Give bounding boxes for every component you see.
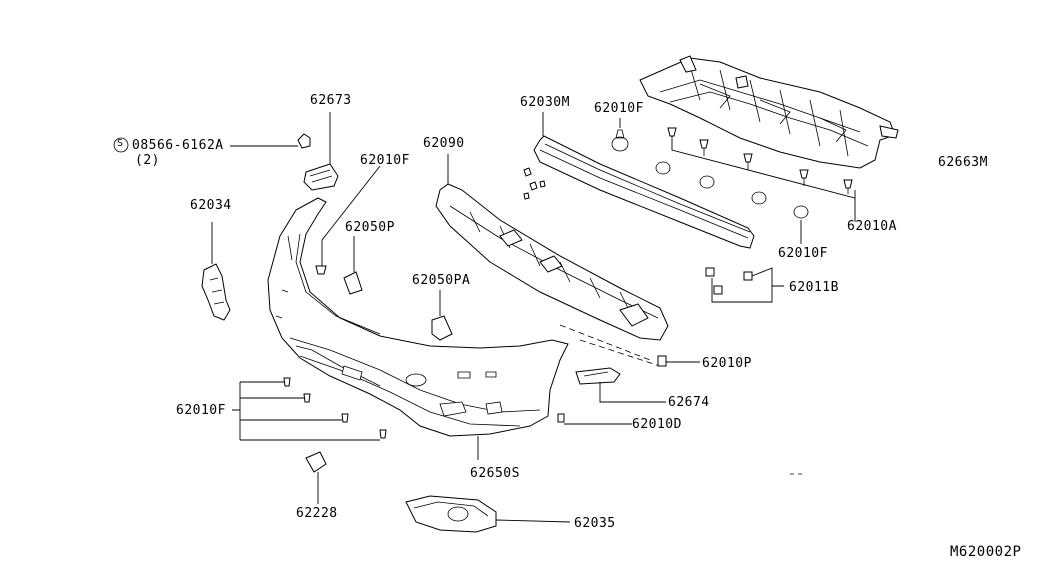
screw-08566: [113, 133, 311, 153]
clip-62010d: [557, 413, 632, 425]
clips-62010f-left: [232, 377, 387, 441]
callout-08566-qty: (2): [135, 153, 160, 168]
clip-62010p: [657, 355, 700, 367]
callout-62090: 62090: [423, 136, 465, 151]
callout-62034: 62034: [190, 198, 232, 213]
callout-62010d: 62010D: [632, 417, 682, 432]
callout-62010a: 62010A: [847, 219, 897, 234]
callout-62010f-left: 62010F: [176, 403, 226, 418]
clip-62010f-upper: [315, 165, 381, 275]
callout-62650s: 62650S: [470, 466, 520, 481]
bracket-62050pa: [431, 290, 453, 341]
callout-62228: 62228: [296, 506, 338, 521]
bracket-62050p: [343, 236, 363, 295]
callout-62673: 62673: [310, 93, 352, 108]
diagram-code: M620002P: [950, 544, 1022, 560]
callout-62663m: 62663M: [938, 155, 988, 170]
bumper-fascia-62650s: [267, 197, 569, 460]
clips-62010a: [667, 127, 856, 222]
reinforcement-62030m: [523, 112, 755, 249]
clips-62010f-right: [611, 118, 809, 244]
bracket-62674: [575, 367, 666, 403]
callout-62035: 62035: [574, 516, 616, 531]
callout-62050pa: 62050PA: [412, 273, 471, 288]
absorber-62090: [435, 154, 669, 367]
callout-62674: 62674: [668, 395, 710, 410]
callout-62010f-right-mid: 62010F: [778, 246, 828, 261]
callout-62011b: 62011B: [789, 280, 839, 295]
bezel-62035: [405, 495, 571, 533]
callout-62010f-top: 62010F: [360, 153, 410, 168]
retainer-62034: [201, 222, 231, 321]
callout-08566: 08566-6162A: [132, 138, 224, 153]
callout-62030m: 62030M: [520, 95, 570, 110]
callout-62010p: 62010P: [702, 356, 752, 371]
undercover-62663m: [639, 55, 899, 169]
callout-62050p: 62050P: [345, 220, 395, 235]
bracket-62673: [303, 112, 339, 191]
nuts-62011b: [705, 267, 784, 303]
cap-62228: [305, 451, 327, 504]
callout-08566-prefix: S: [117, 138, 124, 149]
callout-62010f-right-top: 62010F: [594, 101, 644, 116]
